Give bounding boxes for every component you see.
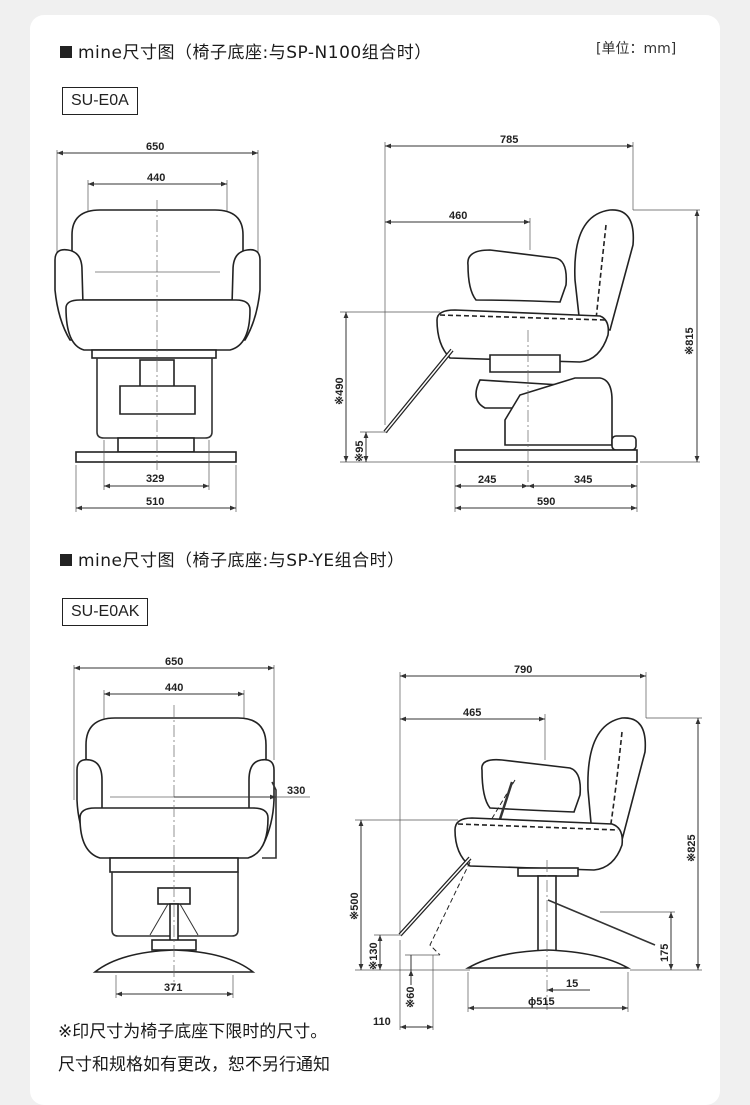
- section2-drawings: 650 440 330 371: [73, 656, 702, 1030]
- dim-side2-500: ※500: [349, 892, 361, 920]
- dim-side2-130: ※130: [368, 942, 380, 970]
- dim-side1-785: 785: [500, 134, 518, 146]
- square-bullet-icon: [60, 554, 72, 566]
- dim-side1-490: ※490: [334, 377, 346, 405]
- section1-drawings: 650 440 329 510: [54, 134, 700, 512]
- model-label-su-e0a: SU-E0A: [62, 87, 138, 115]
- dim-front1-329: 329: [146, 473, 164, 485]
- dim-side2-175: 175: [659, 944, 671, 962]
- dim-front2-650: 650: [165, 656, 183, 668]
- section1-heading-text: mine尺寸图（椅子底座:与SP-N100组合时）: [78, 43, 432, 63]
- dim-front1-650: 650: [146, 141, 164, 153]
- section2-heading-text: mine尺寸图（椅子底座:与SP-YE组合时）: [78, 551, 405, 571]
- dim-side2-60: ※60: [405, 987, 417, 1008]
- square-bullet-icon: [60, 46, 72, 58]
- dim-side1-815: ※815: [684, 327, 696, 355]
- model-label-su-e0ak: SU-E0AK: [62, 598, 149, 626]
- unit-label: [单位：mm]: [596, 41, 677, 57]
- dim-side1-345: 345: [574, 474, 592, 486]
- dim-side2-465: 465: [463, 707, 481, 719]
- note-line-2: 尺寸和规格如有更改，恕不另行通知: [58, 1055, 330, 1075]
- dim-front1-510: 510: [146, 496, 164, 508]
- dim-front2-440: 440: [165, 682, 183, 694]
- dim-side1-590: 590: [537, 496, 555, 508]
- dim-side2-110: 110: [373, 1016, 391, 1028]
- section2-heading: mine尺寸图（椅子底座:与SP-YE组合时）: [60, 546, 405, 571]
- dim-front1-440: 440: [147, 172, 165, 184]
- dim-side2-825: ※825: [686, 834, 698, 862]
- dim-side1-460: 460: [449, 210, 467, 222]
- dim-side2-790: 790: [514, 664, 532, 676]
- front-view-chair-1: 650 440 329 510: [54, 141, 261, 512]
- dim-side1-95: ※95: [354, 441, 366, 462]
- side-view-chair-1: 785 460 ※815 ※490: [334, 134, 700, 512]
- section1-heading: mine尺寸图（椅子底座:与SP-N100组合时）: [60, 38, 432, 63]
- dim-side2-515: ϕ515: [528, 996, 555, 1008]
- note-line-1: ※印尺寸为椅子底座下限时的尺寸。: [58, 1022, 328, 1042]
- dim-side1-245: 245: [478, 474, 496, 486]
- dim-front2-371: 371: [164, 982, 182, 994]
- dim-side2-15: 15: [566, 978, 578, 990]
- front-view-chair-2: 650 440 330 371: [73, 656, 310, 998]
- side-view-chair-2: 790 465 286 ※825 175: [349, 664, 702, 1030]
- dim-front2-330: 330: [287, 785, 305, 797]
